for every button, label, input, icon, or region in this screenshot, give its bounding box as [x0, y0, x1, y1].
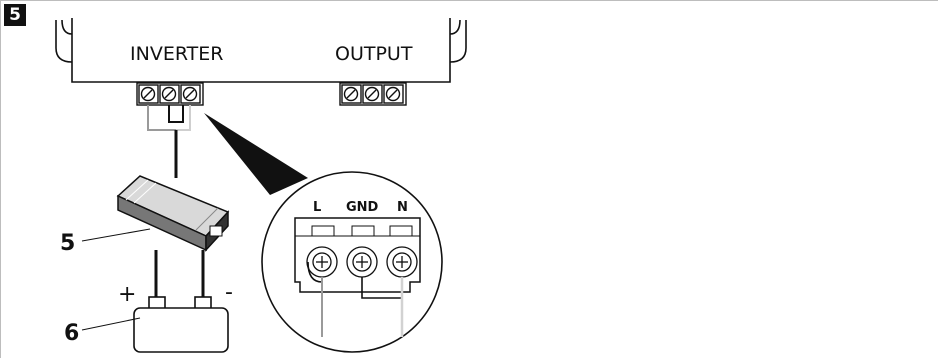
frame-top-line	[0, 0, 938, 1]
step-number-badge: 5	[4, 4, 26, 26]
battery-positive-label: +	[118, 282, 136, 307]
battery-callout-number: 6	[64, 321, 79, 346]
zoom-cone	[204, 113, 308, 195]
battery-leader-line	[81, 317, 141, 331]
output-terminal-block	[339, 82, 407, 106]
frame-left-line	[0, 0, 1, 358]
terminal-detail-circle	[261, 171, 443, 353]
inverter-device	[116, 175, 230, 252]
inverter-wiring	[147, 105, 191, 178]
inverter-leader-line	[81, 228, 151, 242]
battery-negative-label: -	[225, 280, 233, 305]
inverter-callout-number: 5	[60, 231, 75, 256]
battery	[133, 296, 229, 353]
terminal-l-label: L	[313, 200, 321, 215]
inverter-terminal-block	[136, 82, 204, 106]
terminal-n-label: N	[397, 200, 408, 215]
inverter-label: INVERTER	[130, 43, 223, 65]
output-label: OUTPUT	[335, 43, 413, 65]
distribution-box	[55, 18, 467, 83]
terminal-gnd-label: GND	[346, 200, 379, 215]
